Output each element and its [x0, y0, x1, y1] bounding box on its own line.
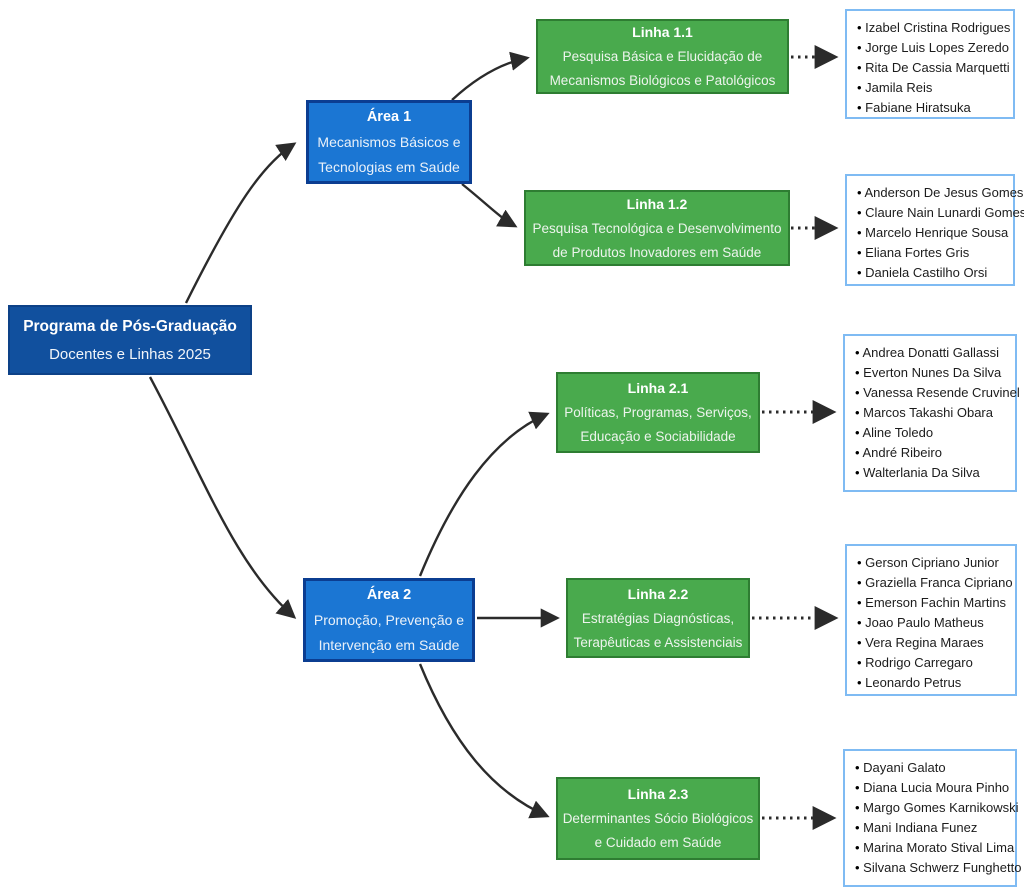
area-1-line2: Tecnologias em Saúde: [318, 159, 460, 175]
member-name: Margo Gomes Karnikowski: [855, 798, 1018, 818]
members-list-linha-2-3: Dayani GalatoDiana Lucia Moura PinhoMarg…: [843, 749, 1021, 887]
members-list: Izabel Cristina RodriguesJorge Luis Lope…: [857, 18, 1010, 118]
area-1-title: Área 1: [366, 109, 412, 125]
linha-1-2-line2: de Produtos Inovadores em Saúde: [552, 244, 762, 260]
members-list: Dayani GalatoDiana Lucia Moura PinhoMarg…: [855, 758, 1021, 878]
members-list-linha-2-2: Gerson Cipriano JuniorGraziella Franca C…: [845, 544, 1017, 696]
members-list-linha-1-2: Anderson De Jesus GomesClaure Nain Lunar…: [845, 174, 1024, 286]
member-name: Vanessa Resende Cruvinel: [855, 383, 1020, 403]
members-list: Andrea Donatti GallassiEverton Nunes Da …: [855, 343, 1020, 483]
linha-2-1-node: Linha 2.1 Políticas, Programas, Serviços…: [556, 372, 760, 453]
member-name: Jorge Luis Lopes Zeredo: [857, 38, 1009, 58]
linha-2-2-line2: Terapêuticas e Assistenciais: [573, 634, 743, 650]
root-subtitle: Docentes e Linhas 2025: [49, 346, 211, 363]
members-list-linha-1-1: Izabel Cristina RodriguesJorge Luis Lope…: [845, 9, 1015, 119]
linha-1-2-line1: Pesquisa Tecnológica e Desenvolvimento: [532, 220, 782, 236]
arrow-root-to-area2: [148, 376, 297, 619]
member-name: Gerson Cipriano Junior: [857, 553, 1007, 573]
linha-2-3-line1: Determinantes Sócio Biológicos: [562, 811, 754, 826]
member-name: Andrea Donatti Gallassi: [855, 343, 1007, 363]
area-1-line1: Mecanismos Básicos e: [317, 134, 461, 150]
area-1-node: Área 1 Mecanismos Básicos e Tecnologias …: [306, 100, 472, 184]
members-list-linha-2-1: Andrea Donatti GallassiEverton Nunes Da …: [843, 334, 1020, 492]
member-name: Vera Regina Maraes: [857, 633, 1007, 653]
linha-1-1-line1: Pesquisa Básica e Elucidação de: [562, 49, 763, 64]
arrow-area2-to-linha23: [418, 663, 550, 819]
area-2-line2: Intervenção em Saúde: [318, 637, 460, 653]
member-name: Aline Toledo: [855, 423, 1007, 443]
arrow-area1-to-linha11: [451, 51, 530, 101]
member-name: Emerson Fachin Martins: [857, 593, 1007, 613]
linha-2-3-line2: e Cuidado em Saúde: [594, 835, 722, 850]
arrow-area1-to-linha12: [461, 183, 518, 228]
root-node-programa: Programa de Pós-Graduação Docentes e Lin…: [8, 305, 252, 375]
member-name: Daniela Castilho Orsi: [857, 263, 1005, 283]
member-name: Marcos Takashi Obara: [855, 403, 1007, 423]
member-name: Jamila Reis: [857, 78, 1005, 98]
member-name: Diana Lucia Moura Pinho: [855, 778, 1009, 798]
member-name: Izabel Cristina Rodrigues: [857, 18, 1010, 38]
member-name: Mani Indiana Funez: [855, 818, 1007, 838]
member-name: Graziella Franca Cipriano: [857, 573, 1012, 593]
area-2-title: Área 2: [366, 587, 412, 603]
member-name: André Ribeiro: [855, 443, 1007, 463]
member-name: Leonardo Petrus: [857, 673, 1007, 693]
linha-1-1-title: Linha 1.1: [632, 24, 693, 40]
member-name: Fabiane Hiratsuka: [857, 98, 1005, 118]
member-name: Walterlania Da Silva: [855, 463, 1007, 483]
linha-2-3-node: Linha 2.3 Determinantes Sócio Biológicos…: [556, 777, 760, 860]
linha-1-1-line2: Mecanismos Biológicos e Patológicos: [549, 73, 776, 88]
member-name: Everton Nunes Da Silva: [855, 363, 1007, 383]
linha-2-1-title: Linha 2.1: [627, 380, 689, 396]
linha-2-1-line2: Educação e Sociabilidade: [580, 429, 736, 444]
arrow-root-to-area1: [184, 142, 297, 304]
member-name: Silvana Schwerz Funghetto: [855, 858, 1021, 878]
member-name: Rodrigo Carregaro: [857, 653, 1007, 673]
area-2-node: Área 2 Promoção, Prevenção e Intervenção…: [303, 578, 475, 662]
linha-1-1-node: Linha 1.1 Pesquisa Básica e Elucidação d…: [536, 19, 789, 94]
member-name: Eliana Fortes Gris: [857, 243, 1005, 263]
linha-2-2-node: Linha 2.2 Estratégias Diagnósticas, Tera…: [566, 578, 750, 658]
members-list: Anderson De Jesus GomesClaure Nain Lunar…: [857, 183, 1024, 283]
linha-2-2-title: Linha 2.2: [627, 585, 689, 602]
linha-2-1-line1: Políticas, Programas, Serviços,: [564, 405, 752, 420]
member-name: Joao Paulo Matheus: [857, 613, 1007, 633]
area-2-line1: Promoção, Prevenção e: [313, 612, 465, 628]
member-name: Anderson De Jesus Gomes: [857, 183, 1023, 203]
member-name: Claure Nain Lunardi Gomes: [857, 203, 1024, 223]
members-list: Gerson Cipriano JuniorGraziella Franca C…: [857, 553, 1012, 693]
member-name: Dayani Galato: [855, 758, 1007, 778]
member-name: Marcelo Henrique Sousa: [857, 223, 1008, 243]
linha-1-2-title: Linha 1.2: [626, 195, 688, 212]
linha-1-2-node: Linha 1.2 Pesquisa Tecnológica e Desenvo…: [524, 190, 790, 266]
arrow-area2-to-linha21: [418, 411, 550, 577]
root-title: Programa de Pós-Graduação: [23, 318, 237, 335]
linha-2-3-title: Linha 2.3: [627, 786, 689, 802]
member-name: Rita De Cassia Marquetti: [857, 58, 1010, 78]
linha-2-2-line1: Estratégias Diagnósticas,: [581, 610, 735, 626]
member-name: Marina Morato Stival Lima: [855, 838, 1014, 858]
